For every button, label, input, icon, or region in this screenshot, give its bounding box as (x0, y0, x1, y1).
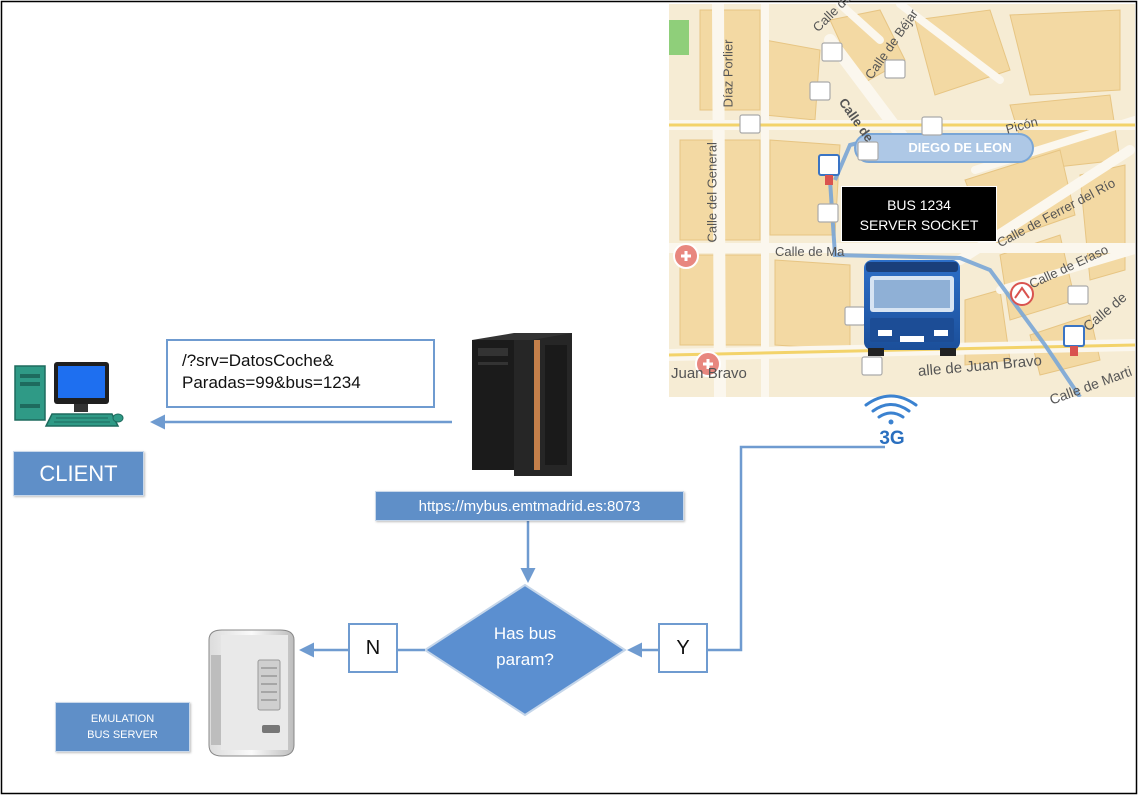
server-url-label: https://mybus.emtmadrid.es:8073 (375, 491, 684, 521)
bus-icon (864, 260, 960, 356)
park-area (669, 20, 689, 55)
decision-text: Has bus param? (462, 621, 588, 677)
emulation-server-icon (208, 629, 295, 757)
query-line2: Paradas=99&bus=1234 (182, 373, 361, 392)
hospital-icons (673, 243, 721, 377)
client-label: CLIENT (13, 451, 144, 496)
network-label: 3G (879, 428, 905, 449)
decision-line2: param? (496, 650, 554, 669)
station-marker (854, 133, 1034, 163)
no-branch-label: N (348, 623, 398, 673)
bus-label-line1: BUS 1234 (887, 197, 951, 213)
emulation-line2: BUS SERVER (87, 729, 158, 741)
emulation-line1: EMULATION (90, 713, 155, 725)
street-label: Juan Bravo (671, 365, 747, 382)
street-label: Díaz Porlier (720, 39, 736, 108)
flow-connectors (150, 414, 885, 658)
decision-diamond (423, 583, 627, 717)
yes-branch-label: Y (658, 623, 708, 673)
bus-stop-icons (739, 42, 1089, 376)
query-line1: /?srv=DatosCoche& (182, 351, 334, 370)
street-label: Calle del General (704, 142, 720, 243)
bus-link-line (708, 445, 885, 652)
metro-icon (1010, 282, 1034, 306)
station-label: DIEGO DE LEON (908, 140, 1012, 155)
web-server-icon (472, 333, 572, 476)
bus-label-line2: SERVER SOCKET (859, 217, 979, 233)
emulation-server-label: EMULATION BUS SERVER (55, 702, 190, 752)
decision-line1: Has bus (493, 624, 557, 643)
signal-icon (864, 394, 918, 425)
street-label: Calle de Ma (775, 244, 845, 259)
client-computer-icon (14, 362, 124, 427)
bus-socket-label: BUS 1234 SERVER SOCKET (841, 186, 997, 242)
request-query-box: /?srv=DatosCoche& Paradas=99&bus=1234 (166, 339, 435, 408)
